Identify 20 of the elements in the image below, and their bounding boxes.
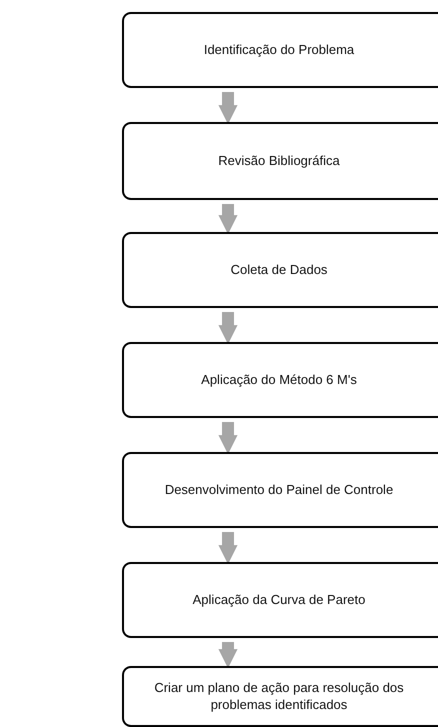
step-text: Aplicação do Método 6 M's	[200, 372, 358, 388]
step-text: Aplicação da Curva de Pareto	[192, 592, 366, 608]
step-text: Identificação do Problema	[202, 42, 356, 58]
arrow	[218, 532, 238, 564]
process-box	[122, 452, 438, 528]
arrow	[218, 312, 238, 344]
step-text: Coleta de Dados	[230, 262, 328, 278]
arrow	[218, 642, 238, 668]
step-text: Desenvolvimento do Painel de Controle	[164, 482, 394, 498]
step-text: Criar um plano de ação para resolução dos problemas identificados	[153, 680, 405, 714]
process-box	[122, 562, 438, 638]
process-box	[122, 122, 438, 200]
process-box	[122, 342, 438, 418]
step-text: Revisão Bibliográfica	[217, 152, 341, 170]
process-box	[122, 232, 438, 308]
arrow	[218, 422, 238, 454]
arrow	[218, 92, 238, 124]
process-box	[122, 12, 438, 88]
process-box	[122, 666, 438, 727]
arrow	[218, 204, 238, 234]
